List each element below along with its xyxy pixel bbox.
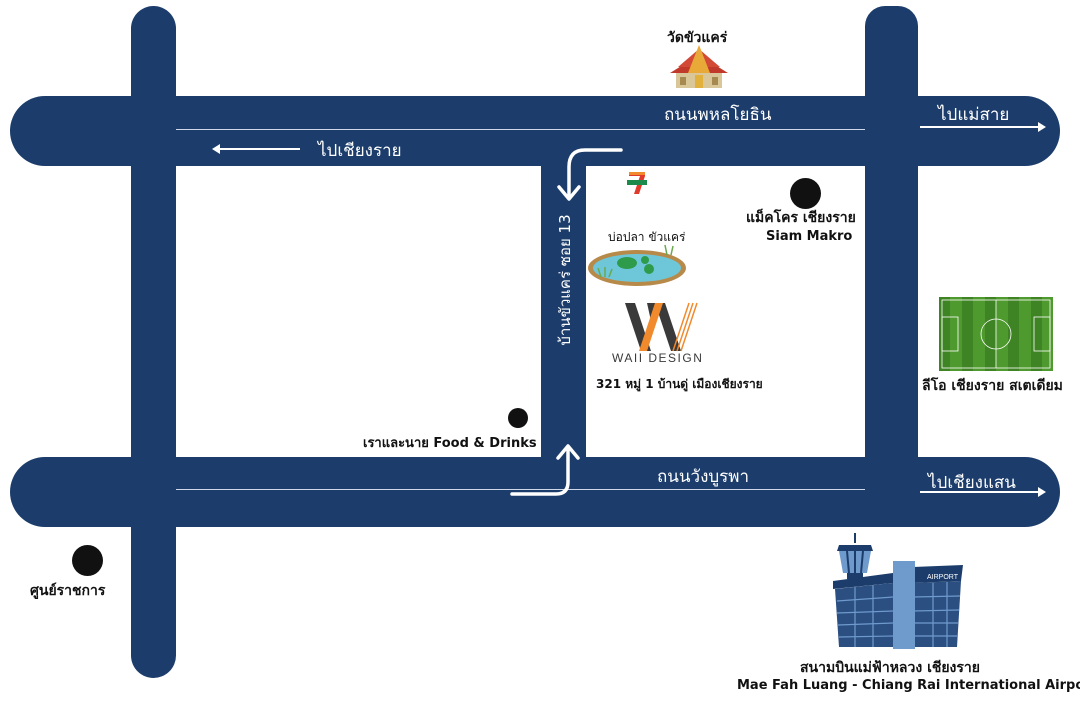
makro-en-label: Siam Makro: [766, 229, 853, 244]
temple-label: วัดขัวแคร่: [667, 30, 728, 46]
restaurant-marker-icon: [508, 408, 528, 428]
stadium-icon: [939, 297, 1053, 371]
stadium-label: ลีโอ เชียงราย สเตเดียม: [922, 378, 1063, 394]
government-center-label: ศูนย์ราชการ: [30, 583, 106, 599]
soi-label: บ้านขัวแคร่ ซอย 13: [556, 214, 574, 346]
arrow-right-icon: [920, 487, 1046, 497]
top-road-label: ถนนพหลโยธิน: [664, 105, 772, 125]
waii-design-logo-icon: [625, 302, 698, 352]
airport-en-label: Mae Fah Luang - Chiang Rai International…: [737, 678, 1080, 693]
destination-address: 321 หมู่ 1 บ้านดู่ เมืองเชียงราย: [596, 377, 763, 391]
airport-th-label: สนามบินแม่ฟ้าหลวง เชียงราย: [800, 660, 980, 676]
lane-line-bottom: [176, 489, 865, 490]
lane-line-top: [176, 129, 865, 130]
temple-icon: [670, 45, 728, 88]
arrow-left-icon: [212, 144, 300, 154]
bottom-road-label: ถนนวังบูรพา: [657, 467, 750, 487]
to-chiang-saen-label: ไปเชียงแสน: [928, 473, 1016, 493]
fish-pond-icon: [588, 244, 686, 286]
road-right-vertical: [865, 6, 918, 527]
airport-icon: AIRPORT: [833, 533, 963, 649]
to-chiang-rai-label: ไปเชียงราย: [318, 141, 402, 161]
airport-sign-text: AIRPORT: [927, 574, 959, 581]
makro-marker-icon: [790, 178, 821, 209]
arrow-right-icon: [920, 122, 1046, 132]
route-arrow-turn-down-icon: [557, 148, 623, 201]
restaurant-label: เราและนาย Food & Drinks: [363, 436, 537, 451]
road-wang-burapha: [10, 457, 1060, 527]
road-phahonyothin: [10, 96, 1060, 166]
route-arrow-turn-up-icon: [510, 444, 580, 496]
fish-pond-label: บ่อปลา ขัวแคร่: [608, 230, 686, 244]
makro-th-label: แม็คโคร เชียงราย: [746, 210, 856, 226]
government-marker-icon: [72, 545, 103, 576]
waii-design-brand: WAII DESIGN: [612, 351, 704, 365]
to-mae-sai-label: ไปแม่สาย: [938, 105, 1010, 125]
seven-eleven-icon: [627, 170, 647, 196]
